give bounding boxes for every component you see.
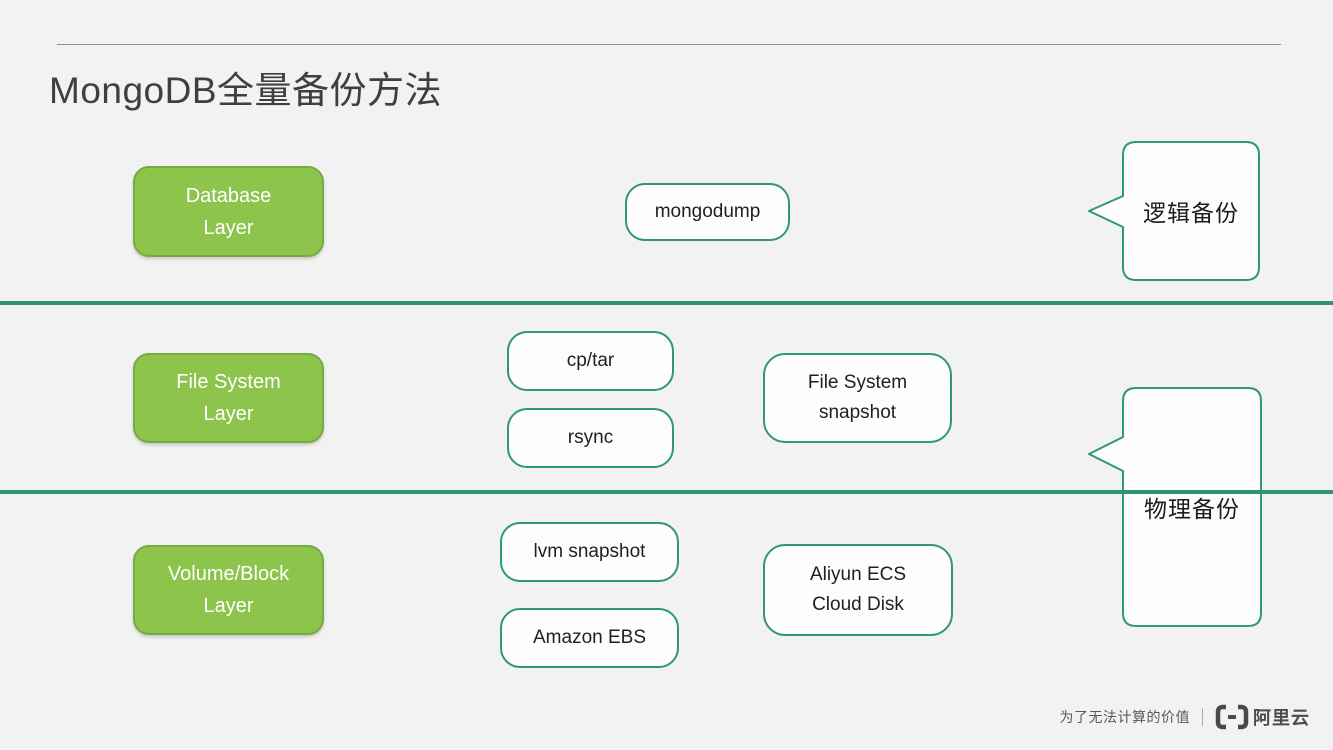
page-title: MongoDB全量备份方法 (49, 70, 443, 111)
aliyun-logo-icon (1215, 704, 1249, 730)
cp-tar-box: cp/tar (507, 331, 674, 391)
aliyun-ecs-label-line2: Cloud Disk (812, 594, 904, 615)
layer-divider-1 (0, 301, 1333, 305)
file-system-layer-label-line1: File System (176, 371, 281, 393)
top-rule-line (57, 44, 1281, 45)
aliyun-ecs-cloud-disk-box: Aliyun ECS Cloud Disk (763, 544, 953, 636)
rsync-label: rsync (567, 427, 614, 448)
file-system-layer-label-line2: Layer (203, 403, 254, 425)
footer-slogan: 为了无法计算的价值 (1059, 709, 1190, 725)
rsync-box: rsync (507, 408, 674, 468)
aliyun-ecs-label-line1: Aliyun ECS (809, 564, 907, 585)
physical-backup-callout: 物理备份 (1088, 387, 1262, 627)
amazon-ebs-label: Amazon EBS (533, 627, 646, 648)
callout-bubble-shape (1088, 141, 1260, 281)
volume-block-layer-label-line1: Volume/Block (167, 563, 290, 585)
mongodump-label: mongodump (654, 201, 761, 222)
footer-separator (1202, 708, 1203, 726)
physical-backup-label: 物理备份 (1144, 496, 1240, 522)
database-layer-box: Database Layer (133, 166, 324, 257)
callout-bubble-shape (1088, 387, 1262, 627)
lvm-snapshot-box: lvm snapshot (500, 522, 679, 582)
aliyun-brand: 阿里云 (1215, 704, 1310, 730)
amazon-ebs-box: Amazon EBS (500, 608, 679, 668)
file-system-snapshot-label-line2: snapshot (818, 402, 897, 423)
database-layer-label-line1: Database (185, 184, 272, 207)
file-system-snapshot-label-line1: File System (807, 372, 908, 393)
aliyun-brand-name: 阿里云 (1253, 708, 1310, 728)
volume-block-layer-label-line2: Layer (203, 595, 254, 617)
layer-divider-2 (0, 490, 1333, 494)
database-layer-label-line2: Layer (203, 216, 254, 239)
file-system-layer-box: File System Layer (133, 353, 324, 443)
logical-backup-callout: 逻辑备份 (1088, 141, 1260, 281)
lvm-snapshot-label: lvm snapshot (533, 541, 646, 562)
cp-tar-label: cp/tar (566, 350, 615, 371)
footer: 为了无法计算的价值 阿里云 (1060, 703, 1311, 731)
file-system-snapshot-box: File System snapshot (763, 353, 952, 443)
logical-backup-label: 逻辑备份 (1143, 200, 1239, 226)
volume-block-layer-box: Volume/Block Layer (133, 545, 324, 635)
mongodump-box: mongodump (625, 183, 790, 241)
